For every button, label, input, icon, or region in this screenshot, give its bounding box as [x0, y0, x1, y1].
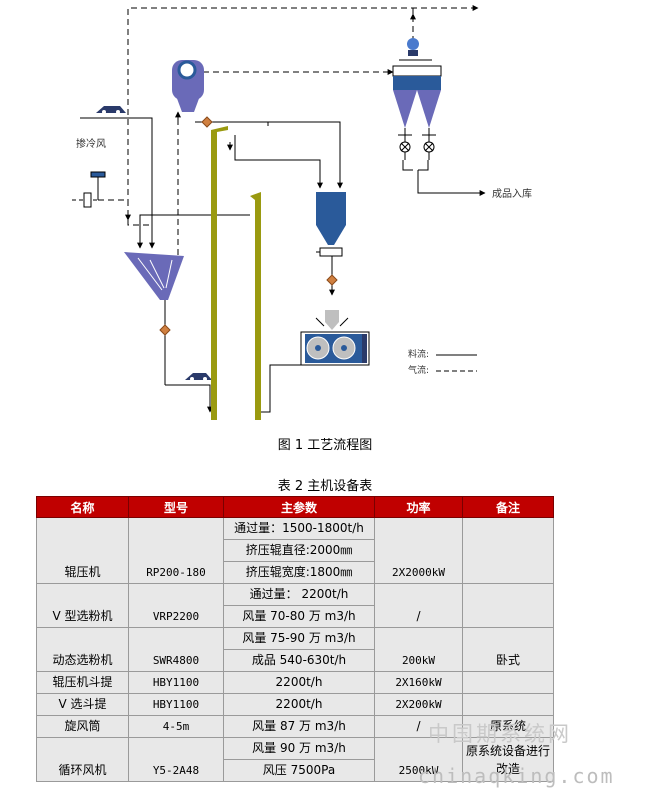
- table-caption: 表 2 主机设备表: [277, 479, 373, 494]
- cell-name: 循环风机: [36, 737, 129, 782]
- table-row: 挤压辊宽度:1800㎜: [37, 561, 554, 584]
- cell-name: 辊压机: [36, 517, 129, 584]
- cell-param: 2200t/h: [223, 671, 375, 694]
- bucket-elevator-right: [250, 192, 261, 420]
- product-storage-label: 成品入库: [492, 187, 532, 200]
- cell-model: HBY1100: [128, 693, 224, 716]
- cell-param: 通过量： 2200t/h: [223, 583, 375, 606]
- cell-name: V 型选粉机: [36, 583, 129, 628]
- cell-note: [462, 517, 554, 584]
- table-row: 辊压机斗提 HBY1100 2200t/h 2X160kW: [36, 671, 554, 694]
- cold-air-damper: [72, 171, 106, 208]
- cell-param: 风压 7500Pa: [223, 759, 375, 782]
- table-row: 辊压机 RP200-180 通过量：1500-1800t/h 2X2000kW: [36, 517, 554, 584]
- cell-note: 卧式: [462, 627, 554, 672]
- cell-name: V 选斗提: [36, 693, 129, 716]
- cell-note: 原系统设备进行改造: [462, 737, 554, 782]
- dynamic-separator-icon: [392, 38, 442, 128]
- cold-air-label: 掺冷风: [76, 137, 106, 150]
- table-row: V 选斗提 HBY1100 2200t/h 2X200kW: [36, 693, 554, 716]
- cell-power: 2X2000kW: [374, 517, 463, 584]
- cell-note: [462, 693, 554, 716]
- cell-param: 挤压辊直径:2000㎜: [223, 539, 375, 562]
- table-row: V 型选粉机 VRP2200 通过量： 2200t/h /: [36, 583, 554, 628]
- cell-power: 2X160kW: [374, 671, 463, 694]
- cell-power: 2X200kW: [374, 693, 463, 716]
- v-separator-icon: [124, 252, 184, 300]
- table-row: 风压 7500Pa: [37, 759, 554, 782]
- cell-param: 风量 75-90 万 m3/h: [223, 627, 375, 650]
- table-row: 循环风机 Y5-2A48 风量 90 万 m3/h 2500kW 原系统设备进行…: [36, 737, 554, 782]
- table-row: 挤压辊直径:2000㎜: [37, 539, 554, 562]
- cell-name: 辊压机斗提: [36, 671, 129, 694]
- cyclone-icon: [172, 60, 204, 112]
- header-params: 主参数: [223, 496, 375, 518]
- watermark: 中国期系统网 chinaqking.com: [418, 716, 650, 791]
- cell-power: 2500kW: [374, 737, 463, 782]
- cell-param: 风量 87 万 m3/h: [223, 715, 375, 738]
- cell-param: 成品 540-630t/h: [223, 649, 375, 672]
- table-header-row: 名称 型号 主参数 功率 备注: [36, 496, 554, 518]
- cell-param: 2200t/h: [223, 693, 375, 716]
- figure-caption: 图 1 工艺流程图: [277, 438, 373, 453]
- legend-material-label: 料流:: [408, 348, 429, 360]
- rotary-valve-icon: [159, 116, 338, 336]
- header-note: 备注: [462, 496, 554, 518]
- gas-flow-lines: [98, 5, 479, 255]
- belt-scale-icon: [96, 106, 126, 114]
- cell-model: Y5-2A48: [128, 737, 224, 782]
- cell-model: SWR4800: [128, 627, 224, 672]
- discharge-valve-icons: [398, 128, 436, 160]
- legend-gas-label: 气流:: [408, 364, 429, 376]
- cell-note: [462, 671, 554, 694]
- cell-power: 200kW: [374, 627, 463, 672]
- belt-scale-bottom-icon: [185, 373, 212, 381]
- cell-model: VRP2200: [128, 583, 224, 628]
- equipment-table: 名称 型号 主参数 功率 备注 辊压机 RP200-180 通过量：1500-1…: [36, 496, 554, 782]
- cell-note: [462, 583, 554, 628]
- cell-model: 4-5m: [128, 715, 224, 738]
- watermark-line1: 中国期系统网: [428, 722, 572, 746]
- bucket-elevator-left: [211, 126, 228, 420]
- header-model: 型号: [128, 496, 224, 518]
- cell-name: 动态选粉机: [36, 627, 129, 672]
- process-flow-diagram: 掺冷风 成品入库 料流: 气流:: [72, 5, 532, 420]
- header-power: 功率: [374, 496, 463, 518]
- cell-param: 通过量：1500-1800t/h: [223, 517, 375, 540]
- cell-param: 风量 90 万 m3/h: [223, 737, 375, 760]
- cell-model: RP200-180: [128, 517, 224, 584]
- table-row: 风量 70-80 万 m3/h: [37, 605, 554, 628]
- cell-power: /: [374, 715, 463, 738]
- cell-param: 挤压辊宽度:1800㎜: [223, 561, 375, 584]
- watermark-line2: chinaqking.com: [418, 764, 615, 788]
- cell-name: 旋风筒: [36, 715, 129, 738]
- table-row: 旋风筒 4-5m 风量 87 万 m3/h / 原系统: [36, 715, 554, 738]
- stabilizing-bin-icon: [316, 192, 346, 257]
- cell-power: /: [374, 583, 463, 628]
- roller-press-icon: [300, 310, 370, 366]
- header-name: 名称: [36, 496, 129, 518]
- table-row: 动态选粉机 SWR4800 风量 75-90 万 m3/h 200kW 卧式: [36, 627, 554, 672]
- cell-param: 风量 70-80 万 m3/h: [223, 605, 375, 628]
- cell-model: HBY1100: [128, 671, 224, 694]
- cell-note: 原系统: [462, 715, 554, 738]
